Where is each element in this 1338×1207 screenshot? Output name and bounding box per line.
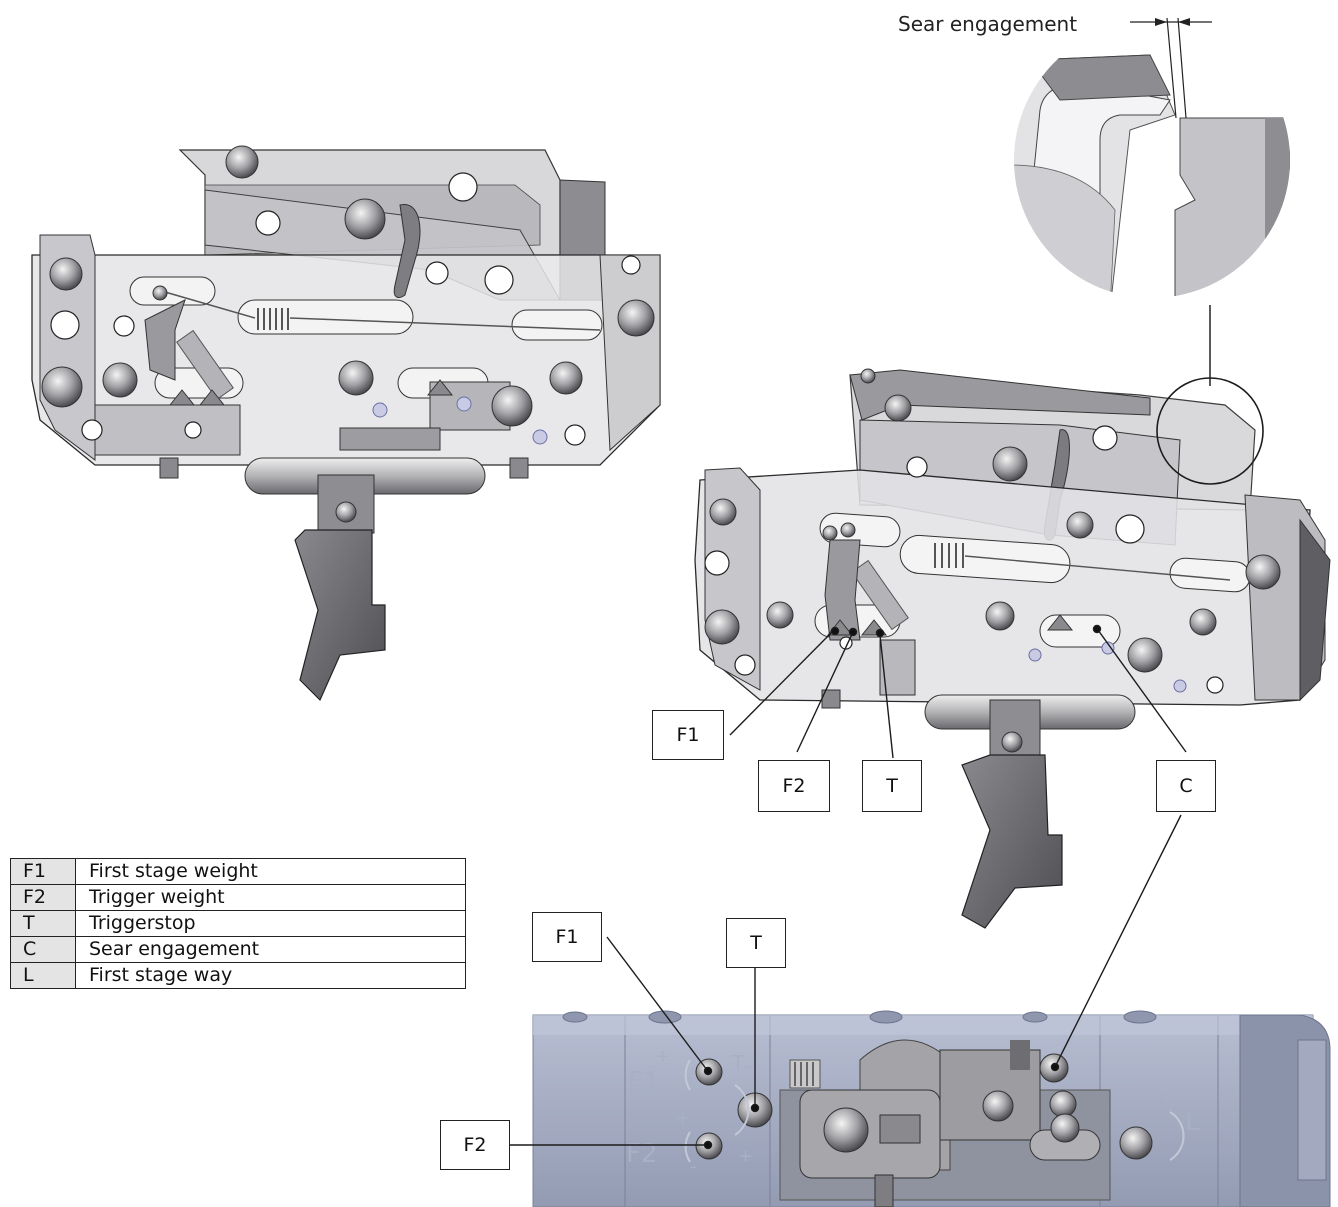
legend-row: F2 Trigger weight <box>10 884 466 911</box>
legend-row: T Triggerstop <box>10 910 466 937</box>
legend-row: L First stage way <box>10 962 466 989</box>
callout-t-lower: T <box>726 918 786 968</box>
left-compression-spring <box>176 329 234 401</box>
sear-zoom-locator <box>1156 377 1264 485</box>
legend-code: C <box>10 936 76 963</box>
etch-f2: F2 <box>626 1139 658 1169</box>
lower-callout-leaders <box>510 814 1182 1150</box>
etch-minus-t: - <box>746 1056 753 1077</box>
plate-etched-markings <box>684 1059 1185 1163</box>
legend-code: T <box>10 910 76 937</box>
bottom-top-view: F1 F2 T L + - + - + - + <box>532 1010 1331 1207</box>
right-screws <box>704 368 1281 673</box>
etch-t: T <box>731 1051 745 1075</box>
etch-minus-f2: - <box>690 1156 697 1177</box>
right-trigger-assembly <box>694 368 1331 929</box>
legend-table: F1 First stage weight F2 Trigger weight … <box>10 858 466 989</box>
legend-description: Sear engagement <box>75 936 466 963</box>
upper-callout-leaders <box>729 624 1187 759</box>
legend-row: C Sear engagement <box>10 936 466 963</box>
sear-engagement-label: Sear engagement <box>898 12 1078 36</box>
left-trigger-blade <box>294 529 386 702</box>
etch-minus-f1: - <box>675 1088 682 1109</box>
legend-description: Trigger weight <box>75 884 466 911</box>
left-sear-bar <box>393 204 421 298</box>
callout-f1-lower: F1 <box>532 912 602 962</box>
sear-engagement-zoom <box>1014 17 1290 386</box>
legend-description: Triggerstop <box>75 910 466 937</box>
legend-description: First stage weight <box>75 858 466 885</box>
etch-plus-f2: + <box>675 1108 690 1129</box>
etch-f1: F1 <box>628 1067 660 1097</box>
right-trigger-blade <box>961 754 1063 929</box>
callout-t-upper: T <box>862 760 922 812</box>
left-tension-spring <box>257 308 289 330</box>
etch-plus-f1: + <box>655 1046 670 1067</box>
callout-f1-upper: F1 <box>652 710 724 760</box>
etch-l: L <box>1185 1107 1200 1137</box>
legend-code: F1 <box>10 858 76 885</box>
etch-plus-l: + <box>1160 1088 1175 1109</box>
legend-code: L <box>10 962 76 989</box>
legend-row: F1 First stage weight <box>10 858 466 885</box>
left-trigger-assembly <box>31 145 661 702</box>
legend-description: First stage way <box>75 962 466 989</box>
callout-f2-upper: F2 <box>758 760 830 812</box>
callout-c-upper: C <box>1156 760 1216 812</box>
etch-plus-t: + <box>738 1146 753 1167</box>
left-screws <box>41 145 655 427</box>
callout-f2-lower: F2 <box>440 1120 510 1170</box>
legend-code: F2 <box>10 884 76 911</box>
